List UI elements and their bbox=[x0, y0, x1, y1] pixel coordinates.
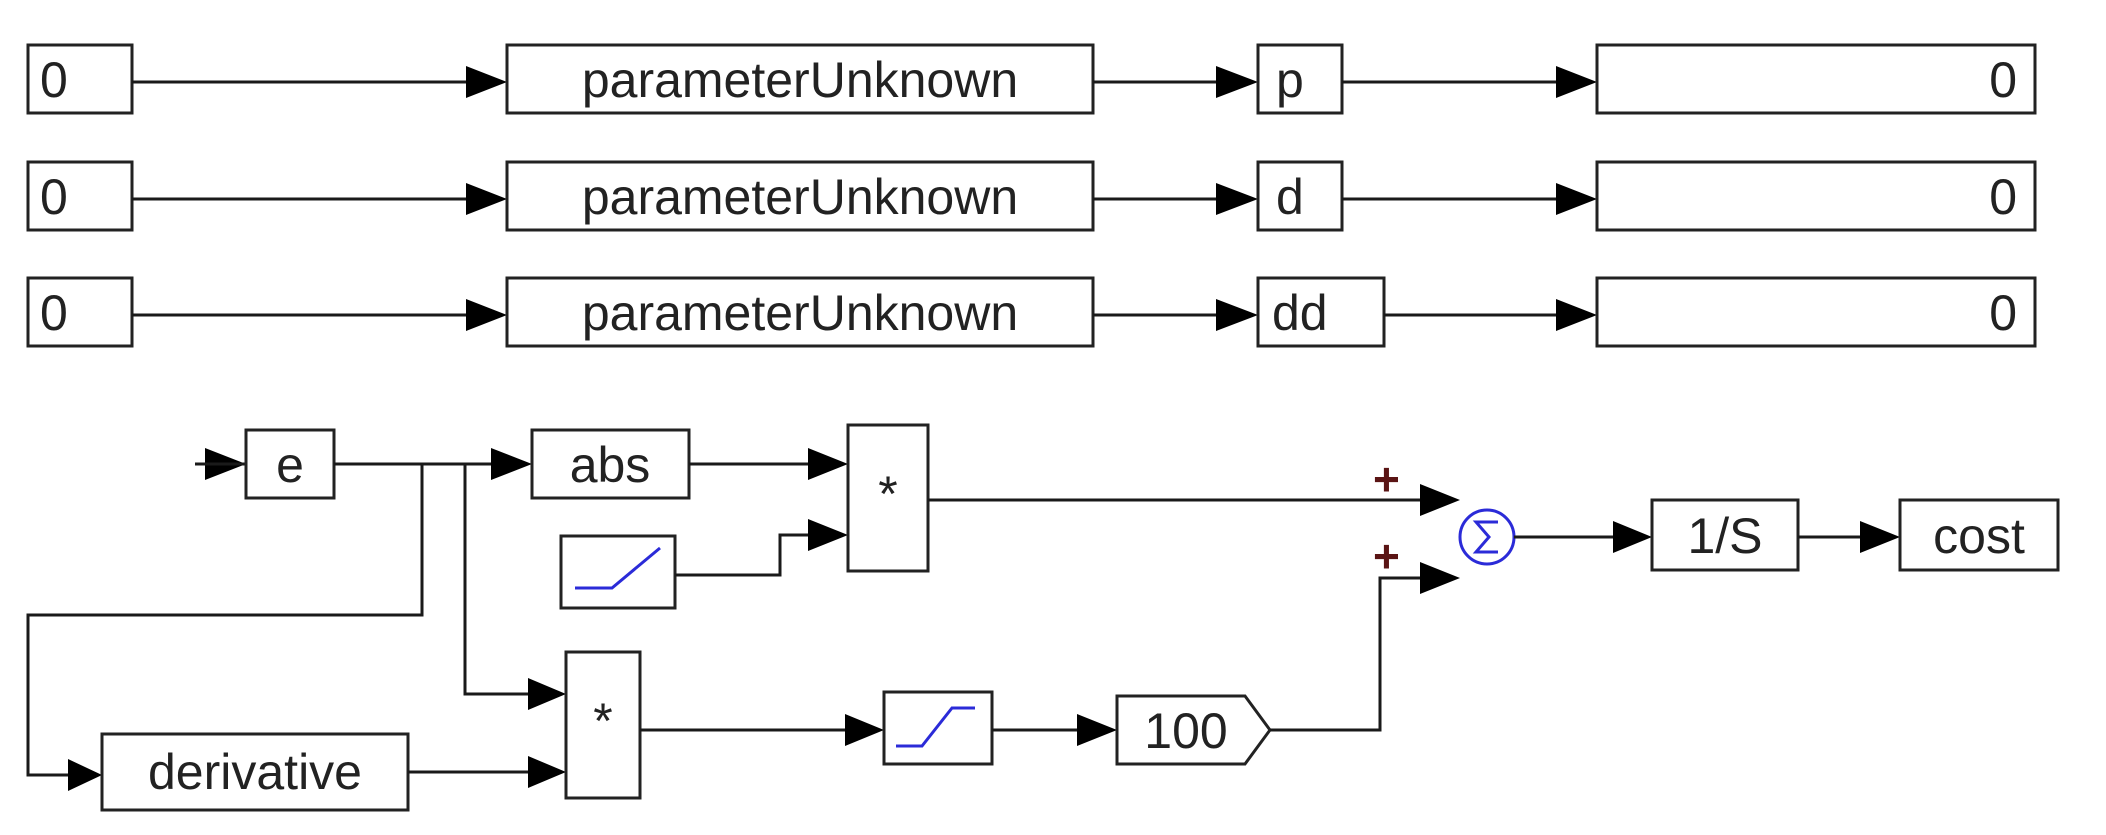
arrow-icon bbox=[808, 448, 848, 480]
arrow-icon bbox=[466, 183, 507, 215]
constant-block[interactable] bbox=[26, 160, 134, 232]
multiply-label: * bbox=[593, 693, 612, 749]
variable-label: dd bbox=[1272, 285, 1328, 341]
parameter-unknown-block[interactable] bbox=[505, 160, 1095, 232]
arrow-icon bbox=[1420, 484, 1460, 516]
input-e-label: e bbox=[276, 437, 304, 493]
arrow-icon bbox=[1613, 521, 1652, 553]
multiply-block-bottom[interactable] bbox=[564, 650, 642, 800]
parameter-label: parameterUnknown bbox=[582, 52, 1018, 108]
cost-output-block[interactable] bbox=[1898, 498, 2060, 572]
arrow-icon bbox=[1216, 183, 1258, 215]
integrator-block[interactable] bbox=[1650, 498, 1800, 572]
sigma-icon bbox=[1472, 520, 1498, 554]
constant-block[interactable] bbox=[26, 276, 134, 348]
arrow-icon bbox=[1077, 714, 1117, 746]
abs-label: abs bbox=[570, 437, 651, 493]
row-p: 0 parameterUnknown p 0 bbox=[26, 43, 2037, 115]
display-value: 0 bbox=[1989, 52, 2017, 108]
derivative-label: derivative bbox=[148, 744, 362, 800]
plus-sign-bottom: + bbox=[1373, 530, 1400, 582]
constant-value: 0 bbox=[40, 52, 68, 108]
plus-sign-top: + bbox=[1373, 453, 1400, 505]
arrow-icon bbox=[466, 299, 507, 331]
arrow-icon bbox=[1420, 562, 1460, 594]
arrow-icon bbox=[491, 448, 532, 480]
variable-label: p bbox=[1276, 52, 1304, 108]
parameter-label: parameterUnknown bbox=[582, 169, 1018, 225]
derivative-block[interactable] bbox=[100, 732, 410, 812]
saturation-function-icon bbox=[896, 706, 975, 748]
arrow-icon bbox=[68, 759, 102, 791]
multiply-label: * bbox=[878, 466, 897, 522]
cost-subsystem: e abs * derivative * bbox=[26, 423, 2060, 812]
constant-value: 0 bbox=[40, 169, 68, 225]
ramp-block[interactable] bbox=[559, 534, 677, 610]
display-value: 0 bbox=[1989, 285, 2017, 341]
gain-block[interactable] bbox=[1115, 694, 1272, 766]
arrow-icon bbox=[528, 678, 566, 710]
arrow-icon bbox=[528, 756, 566, 788]
variable-label: d bbox=[1276, 169, 1304, 225]
display-block[interactable] bbox=[1595, 276, 2037, 348]
constant-block[interactable] bbox=[26, 43, 134, 115]
arrow-icon bbox=[466, 66, 507, 98]
sum-block[interactable] bbox=[1458, 508, 1516, 566]
arrow-icon bbox=[1216, 299, 1258, 331]
constant-value: 0 bbox=[40, 285, 68, 341]
parameter-unknown-block[interactable] bbox=[505, 276, 1095, 348]
abs-block[interactable] bbox=[530, 428, 691, 500]
variable-block-dd[interactable] bbox=[1256, 276, 1386, 348]
arrow-icon bbox=[1216, 66, 1258, 98]
variable-block-d[interactable] bbox=[1256, 160, 1344, 232]
parameter-unknown-block[interactable] bbox=[505, 43, 1095, 115]
arrow-icon bbox=[808, 519, 848, 551]
integrator-label: 1/S bbox=[1687, 508, 1762, 564]
ramp-function-icon bbox=[575, 546, 661, 590]
display-value: 0 bbox=[1989, 169, 2017, 225]
cost-label: cost bbox=[1933, 508, 2025, 564]
arrow-icon bbox=[1556, 183, 1597, 215]
arrow-icon bbox=[1860, 521, 1900, 553]
variable-block-p[interactable] bbox=[1256, 43, 1344, 115]
display-block[interactable] bbox=[1595, 160, 2037, 232]
display-block[interactable] bbox=[1595, 43, 2037, 115]
parameter-label: parameterUnknown bbox=[582, 285, 1018, 341]
multiply-block-top[interactable] bbox=[846, 423, 930, 573]
row-dd: 0 parameterUnknown dd 0 bbox=[26, 276, 2037, 348]
gain-label: 100 bbox=[1144, 703, 1227, 759]
row-d: 0 parameterUnknown d 0 bbox=[26, 160, 2037, 232]
arrow-icon bbox=[845, 714, 884, 746]
arrow-icon bbox=[1556, 66, 1597, 98]
arrow-icon bbox=[1556, 299, 1597, 331]
